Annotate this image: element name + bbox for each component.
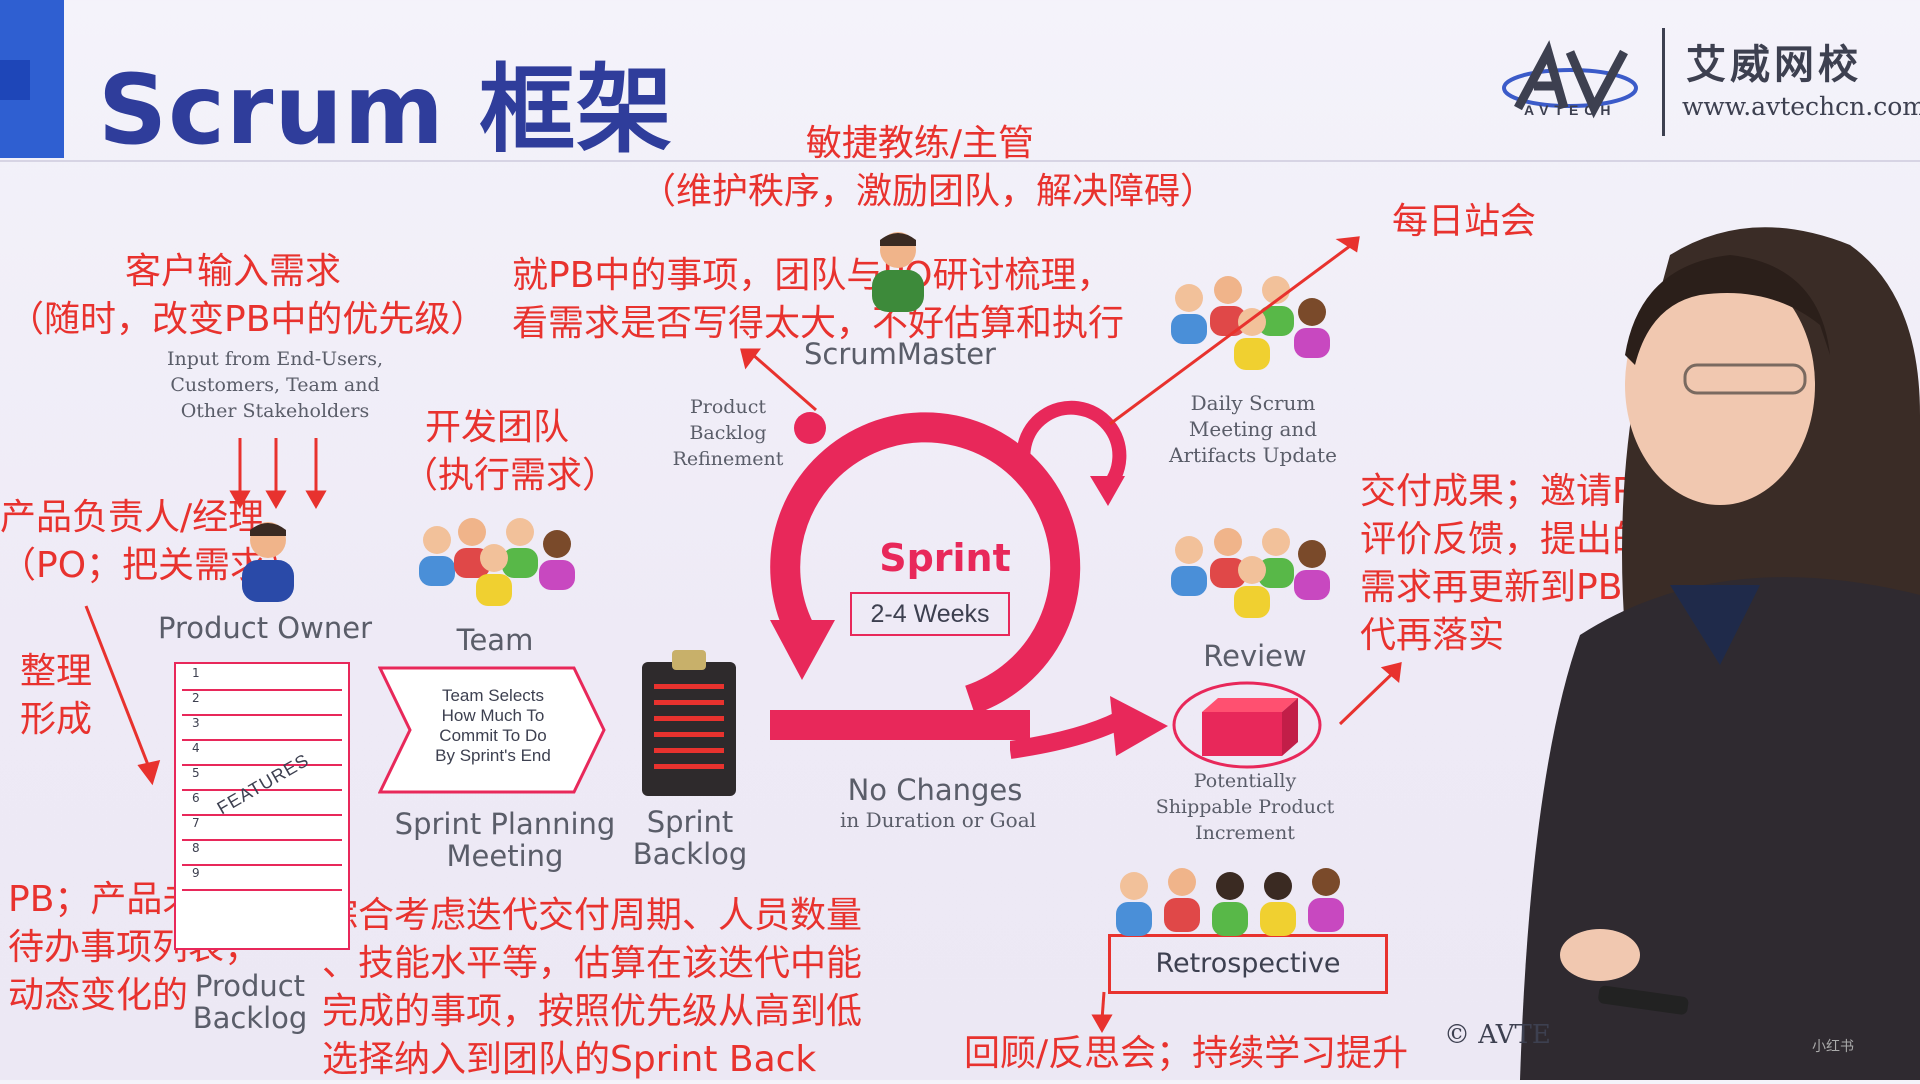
scrum-master-icon <box>862 226 932 316</box>
no-changes-label: No Changes <box>847 773 1023 807</box>
retrospective-box: Retrospective <box>1108 934 1388 994</box>
backlog-row: 8 <box>182 841 342 866</box>
backlog-row: 5 <box>182 766 342 791</box>
backlog-row: 6 <box>182 791 342 816</box>
sprint-title: Sprint <box>879 536 1011 580</box>
brand-url: www.avtechcn.com <box>1682 92 1920 121</box>
backlog-row: 2 <box>182 691 342 716</box>
product-owner-label: Product Owner <box>157 611 373 645</box>
presenter-image <box>1520 215 1920 1080</box>
clipboard-icon <box>640 646 738 798</box>
sprint-cycle: Sprint 2-4 Weeks <box>740 380 1160 750</box>
backlog-row: 7 <box>182 816 342 841</box>
annotation-daily: 每日站会 <box>1392 201 1537 242</box>
review-people-icon <box>1164 520 1344 620</box>
scrum-master-label: ScrumMaster <box>804 337 996 371</box>
avtech-logo-icon <box>1500 40 1660 120</box>
sprint-backlog-label: Sprint Backlog <box>632 805 748 871</box>
brand-logo-text: AVTECH <box>1524 102 1617 118</box>
increment-box-icon <box>1172 680 1322 770</box>
annotation-coach: 敏捷教练/主管 （维护秩序，激励团队，解决障碍） <box>640 123 1217 212</box>
review-label: Review <box>1203 639 1307 673</box>
backlog-row: 3 <box>182 716 342 741</box>
title-accent-block-inner <box>0 60 30 100</box>
title-bar: Scrum 框架 AVTECH 艾威网校 www.avtechcn.com <box>0 0 1920 166</box>
increment-label: Potentially Shippable Product Increment <box>1155 770 1335 844</box>
sprint-weeks: 2-4 Weeks <box>850 592 1010 636</box>
backlog-row: 9 <box>182 866 342 891</box>
team-selects-chevron: Team Selects How Much To Commit To Do By… <box>378 666 606 794</box>
product-owner-icon <box>232 516 302 606</box>
product-backlog-label: Product Backlog <box>192 969 308 1035</box>
backlog-row: 1 <box>182 666 342 691</box>
input-label: Input from End-Users, Customers, Team an… <box>167 348 383 422</box>
retrospective-label: Retrospective <box>1155 948 1341 979</box>
daily-scrum-label: Daily Scrum Meeting and Artifacts Update <box>1169 391 1337 467</box>
title-rule <box>0 160 1920 162</box>
watermark: 小红书 <box>1812 1039 1854 1055</box>
team-people-icon <box>412 510 592 610</box>
brand-divider <box>1662 28 1665 136</box>
no-changes-sub: in Duration or Goal <box>839 808 1037 832</box>
daily-scrum-people-icon <box>1164 268 1344 378</box>
increment-arrow <box>1008 690 1170 770</box>
backlog-row: 4 <box>182 741 342 766</box>
backlog-rows: 1 2 3 4 5 6 7 8 9 <box>182 666 342 891</box>
annotation-refine: 就PB中的事项，团队与PO研讨梳理， 看需求是否写得太大，不好估算和执行 <box>512 255 1125 344</box>
brand-name: 艾威网校 <box>1686 41 1862 88</box>
team-selects-text: Team Selects How Much To Commit To Do By… <box>435 686 551 765</box>
product-backlog-list: 1 2 3 4 5 6 7 8 9 FEATURES <box>174 662 350 950</box>
slide-title: Scrum 框架 <box>98 54 674 166</box>
annotation-organize: 整理 形成 <box>20 651 93 740</box>
annotation-customer: 客户输入需求 （随时，改变PB中的优先级） <box>8 251 487 340</box>
annotation-dev-team: 开发团队 （执行需求） <box>402 407 619 496</box>
copyright: © AVTE <box>1444 1020 1551 1050</box>
pbr-label: Product Backlog Refinement <box>672 396 784 470</box>
annotation-retro: 回顾/反思会；持续学习提升 <box>964 1033 1409 1074</box>
retrospective-people-icon <box>1108 864 1358 944</box>
annotation-planning: 综合考虑迭代交付周期、人员数量 、技能水平等，估算在该迭代中能 完成的事项，按照… <box>322 895 863 1080</box>
team-label: Team <box>456 623 534 657</box>
planning-label: Sprint Planning Meeting <box>394 807 616 873</box>
